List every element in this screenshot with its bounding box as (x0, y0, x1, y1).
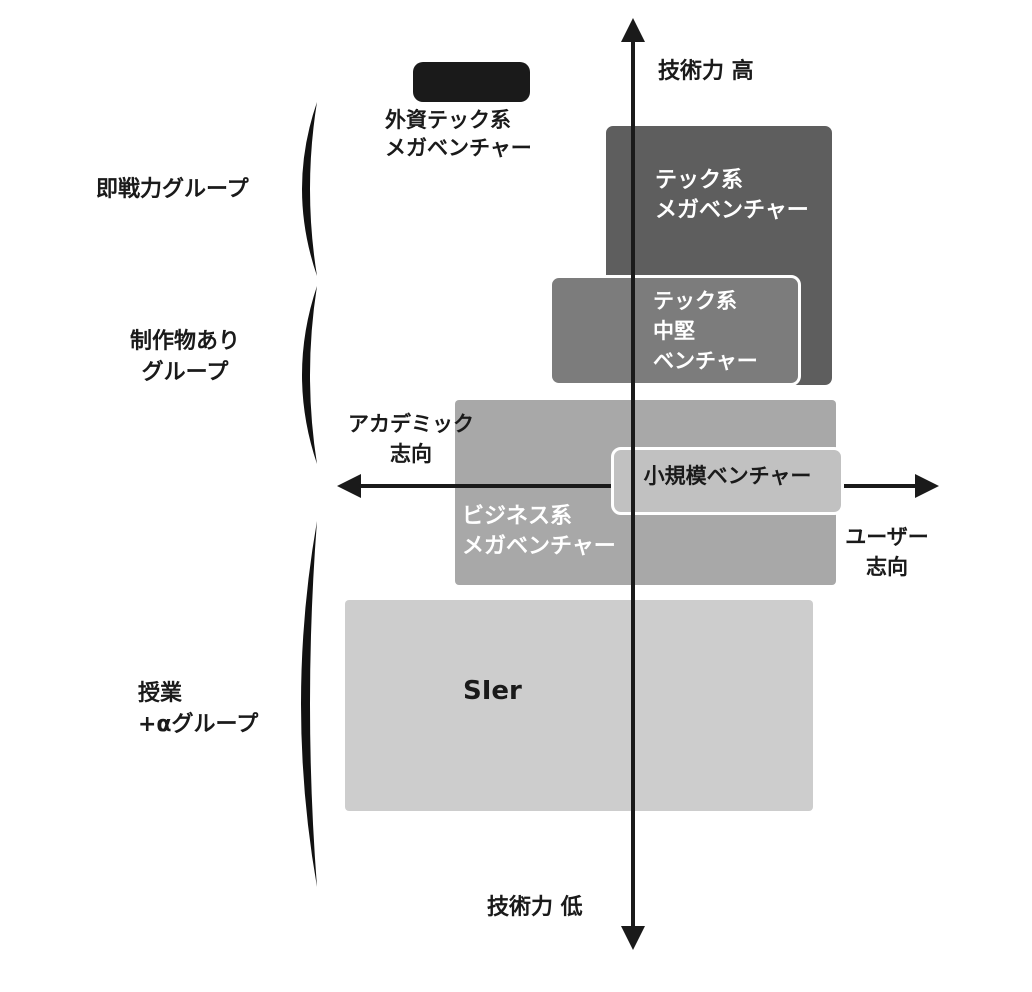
right-arrowhead-icon (915, 474, 939, 498)
box-sier-label: SIer (463, 676, 522, 706)
top-arrowhead-icon (621, 18, 645, 42)
box-label-line: ベンチャー (653, 349, 758, 373)
axis-label-skill-high: 技術力 高 (658, 59, 754, 84)
foreign-tech-pill (413, 62, 530, 102)
box-business-mega-venture-label: ビジネス系 メガベンチャー (462, 502, 616, 562)
group-label-immediate-impact: 即戦力グループ (96, 177, 249, 202)
axis-label-line: 志向 (866, 555, 908, 579)
box-small-venture-label: 小規模ベンチャー (643, 464, 812, 488)
box-label-line: テック系 (653, 289, 737, 313)
box-label-line: 中堅 (653, 319, 695, 343)
box-small-venture: 小規模ベンチャー (611, 447, 844, 515)
axis-label-user-oriented: ユーザー 志向 (839, 522, 935, 582)
box-sier: SIer (345, 600, 813, 811)
axis-label-line: アカデミック (348, 412, 474, 436)
box-tech-mega-venture-label: テック系 メガベンチャー (655, 166, 809, 226)
foreign-tech-label-line1: 外資テック系 (385, 108, 511, 132)
axis-label-skill-low: 技術力 低 (487, 895, 583, 920)
left-arrowhead-icon (337, 474, 361, 498)
brace-icon (302, 102, 317, 276)
foreign-tech-label-line2: メガベンチャー (385, 136, 532, 160)
axis-label-academic-oriented: アカデミック 志向 (341, 409, 481, 469)
box-label-line: ビジネス系 (462, 504, 573, 529)
box-label-line: メガベンチャー (655, 198, 809, 223)
brace-icon (302, 286, 317, 464)
box-label-line: テック系 (655, 168, 744, 193)
axis-label-line: ユーザー (845, 525, 929, 549)
brace-icon (301, 521, 317, 887)
foreign-tech-label: 外資テック系 メガベンチャー (385, 106, 532, 162)
group-label-line: +αグループ (138, 712, 259, 737)
group-label-line: グループ (141, 360, 229, 385)
group-label-has-deliverables: 制作物あり グループ (113, 326, 257, 388)
box-label-line: メガベンチャー (462, 534, 616, 559)
axis-label-line: 志向 (390, 442, 432, 466)
box-tech-midsize-venture: テック系 中堅 ベンチャー (549, 275, 801, 386)
group-label-class-plus-alpha: 授業 +αグループ (138, 678, 258, 740)
group-label-line: 授業 (138, 681, 183, 706)
group-label-line: 制作物あり (129, 329, 240, 354)
bottom-arrowhead-icon (621, 926, 645, 950)
box-tech-midsize-venture-label: テック系 中堅 ベンチャー (653, 286, 758, 376)
